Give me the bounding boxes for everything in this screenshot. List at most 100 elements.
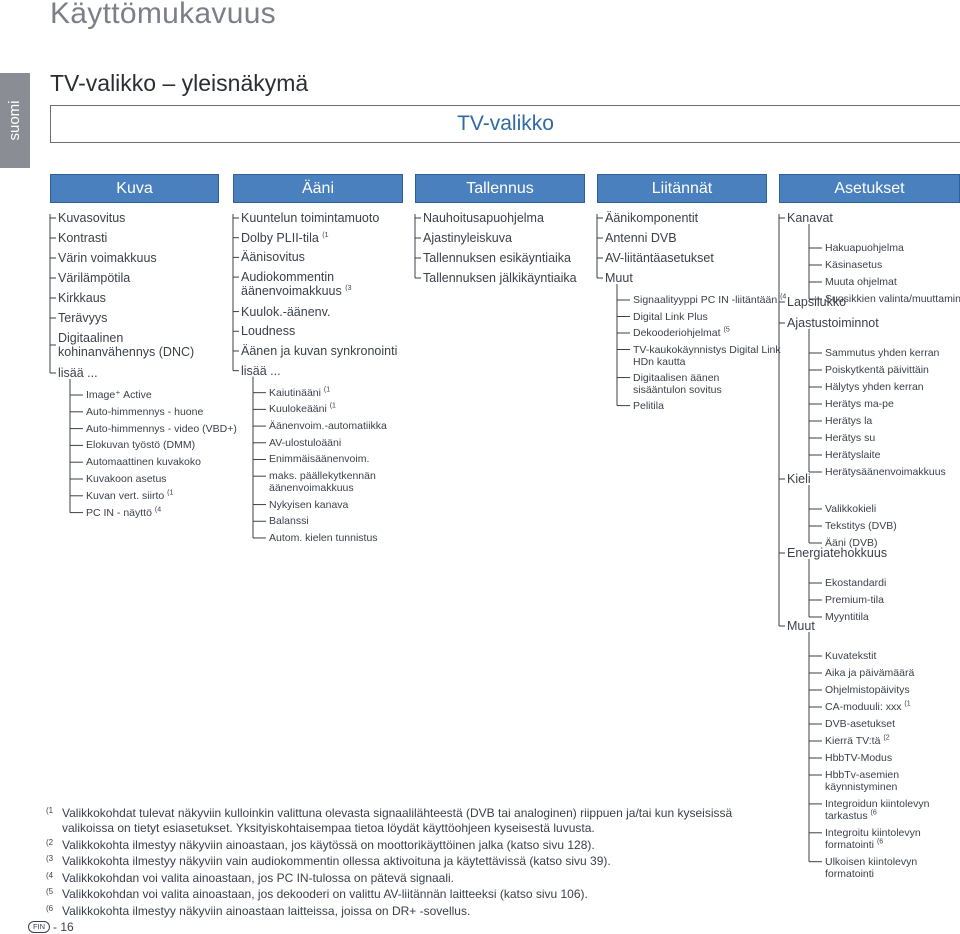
menu-item-label: Värin voimakkuus <box>58 251 157 265</box>
column-header-aani: Ääni <box>233 174 403 203</box>
footnote-ref: (1 <box>323 386 331 394</box>
menu-item: Ajastustoiminnot <box>787 316 879 330</box>
menu-subitem: Kaiutinääni (1 <box>269 386 331 399</box>
menu-item-label: Aika ja päivämäärä <box>825 667 915 679</box>
menu-item-label: Automaattinen kuvakoko <box>86 456 201 469</box>
menu-item: Äänisovitus <box>241 250 305 264</box>
menu-item-label: Muuta ohjelmat <box>825 276 897 288</box>
menu-item-label: Tekstitys (DVB) <box>825 520 897 532</box>
menu-subitem: PC IN - näyttö (4 <box>86 506 161 519</box>
menu-subitem: Enimmäisäänenvoim. <box>269 453 369 465</box>
menu-subitem: Auto-himmennys - video (VBD+) <box>86 423 237 435</box>
menu-subitem: Sammutus yhden kerran <box>825 347 939 359</box>
menu-item: Kontrasti <box>58 231 107 245</box>
menu-item-label: Digitaalinen <box>58 331 124 345</box>
menu-item: Energiatehokkuus <box>787 546 887 560</box>
menu-item-label: Kierrä TV:tä <box>825 735 881 747</box>
menu-item: Ajastinyleiskuva <box>423 231 512 245</box>
menu-subitem: Valikkokieli <box>825 503 876 515</box>
menu-item: lisää ... <box>241 364 281 378</box>
menu-item-label: Dekooderiohjelmat <box>633 327 721 339</box>
menu-item: Värin voimakkuus <box>58 251 157 265</box>
footnote-text: Valikkokohdan voi valita ainoastaan, jos… <box>62 887 588 901</box>
menu-item-label: Kontrasti <box>58 231 108 245</box>
menu-subitem: Tekstitys (DVB) <box>825 520 897 532</box>
menu-item: Äänen ja kuvan synkronointi <box>241 344 397 358</box>
menu-item-label: Digitaalisen äänen <box>633 371 720 384</box>
footnote-mark: (1 <box>46 806 54 815</box>
menu-item-label: PC IN - näyttö <box>86 506 152 519</box>
tv-menu-root-box: TV-valikko <box>50 105 960 143</box>
menu-item-label: Kuvakoon asetus <box>86 473 167 485</box>
menu-item-label: Elokuvan työstö (DMM) <box>86 439 196 452</box>
footnote-ref: (1 <box>904 700 911 708</box>
menu-item-label: Ohjelmistopäivitys <box>825 684 910 696</box>
menu-subitem: Myyntitila <box>825 611 869 623</box>
menu-item-label: Integroitu kiintolevyn <box>825 826 921 839</box>
menu-item-label: HbbTv-asemien <box>825 769 900 781</box>
footnote-ref: (1 <box>329 402 336 410</box>
menu-item-label: Dolby PLII-tila <box>241 230 319 245</box>
menu-item-label: Muut <box>787 619 815 633</box>
menu-subitem: Signaalityyppi PC IN -liitäntään (4 <box>633 294 786 307</box>
menu-item-label: Kuulok.-äänenv. <box>241 304 331 319</box>
menu-item-label: Enimmäisäänenvoim. <box>269 453 370 466</box>
footnote-ref: (6 <box>876 838 884 846</box>
menu-item-label: Image⁺ Active <box>86 389 152 401</box>
footnote-text: Valikkokohta ilmestyy näkyviin ainoastaa… <box>62 903 471 918</box>
menu-item-label: Hälytys yhden kerran <box>825 381 924 393</box>
menu-subitem: Kierrä TV:tä (2 <box>825 735 890 748</box>
menu-item: Terävyys <box>58 311 107 325</box>
menu-item: Kuvasovitus <box>58 211 125 225</box>
footnote-mark: (4 <box>46 870 54 880</box>
menu-subitem: Suosikkien valinta/muuttaminen <box>825 293 960 305</box>
menu-item: Kuulok.-äänenv. <box>241 305 330 319</box>
menu-item-label: Sammutus yhden kerran <box>825 347 940 359</box>
menu-subitem: Elokuvan työstö (DMM) <box>86 439 195 451</box>
tv-menu-root-label: TV-valikko <box>457 112 554 135</box>
menu-item-label: äänenvoimakkuus <box>269 482 354 495</box>
menu-subitem: DVB-asetukset <box>825 718 895 730</box>
menu-item-label: Ääni (DVB) <box>825 537 878 549</box>
menu-item-label: Äänenvoim.-automatiikka <box>269 420 387 433</box>
menu-item-label: käynnistyminen <box>825 781 898 793</box>
footnote: (6 Valikkokohta ilmestyy näkyviin ainoast… <box>46 904 781 919</box>
menu-item: AV-liitäntäasetukset <box>605 251 714 265</box>
menu-item-label: CA-moduuli: xxx <box>825 701 902 713</box>
menu-item-label: lisää ... <box>58 366 98 380</box>
menu-item-label: Suosikkien valinta/muuttaminen <box>825 293 960 305</box>
menu-item-label: Autom. kielen tunnistus <box>269 531 378 544</box>
menu-subitem: Käsinasetus <box>825 259 882 271</box>
menu-item: Nauhoitusapuohjelma <box>423 211 544 225</box>
footnote-mark: (6 <box>46 903 54 913</box>
menu-subitem: Image⁺ Active <box>86 389 152 401</box>
menu-item: Muut <box>605 271 633 285</box>
menu-item-label: Antenni DVB <box>605 231 677 245</box>
menu-item-label: maks. päällekytkennän <box>269 470 376 483</box>
menu-subitem: Poiskytkentä päivittäin <box>825 364 929 376</box>
menu-subitem: CA-moduuli: xxx (1 <box>825 700 911 714</box>
footnote-mark: (3 <box>46 854 54 863</box>
menu-item: Tallennuksen esikäyntiaika <box>423 251 571 265</box>
column-header-tallennus: Tallennus <box>415 174 585 203</box>
fin-language-badge: FIN <box>28 921 50 933</box>
column-header-kuva: Kuva <box>50 174 219 203</box>
menu-item-label: Herätys ma-pe <box>825 398 894 410</box>
menu-item-label: Herätys la <box>825 415 873 427</box>
menu-item: Kirkkaus <box>58 291 106 305</box>
menu-subitem: Premium-tila <box>825 594 884 606</box>
menu-subitem: Herätyslaite <box>825 449 880 461</box>
menu-item-label: Tallennuksen esikäyntiaika <box>423 251 572 265</box>
menu-item-label: DVB-asetukset <box>825 718 896 730</box>
menu-item-label: HbbTV-Modus <box>825 752 893 764</box>
menu-item-label: Poiskytkentä päivittäin <box>825 364 929 376</box>
menu-item-label: Digital Link Plus <box>633 310 708 323</box>
column-header-asetukset: Asetukset <box>779 174 960 203</box>
